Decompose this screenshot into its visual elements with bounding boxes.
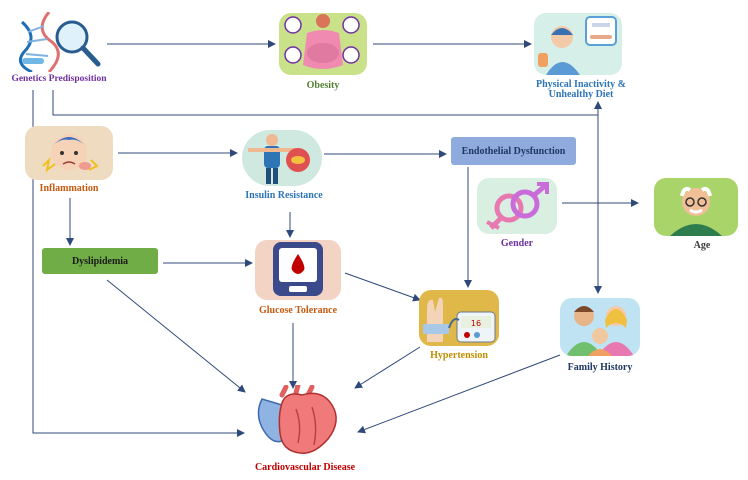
sedentary-person-icon (538, 16, 617, 75)
svg-text:16: 16 (471, 319, 481, 328)
genetics-label: Genetics Predisposition (11, 74, 107, 84)
inactivity-label-line1: Physical Inactivity & (536, 79, 626, 90)
family-label: Family History (567, 362, 633, 373)
line-genetics-inactivity (52, 90, 599, 116)
blood-pressure-monitor-icon: 16 (423, 297, 496, 343)
gender-node (477, 178, 557, 234)
gender-symbol-icon (486, 182, 549, 230)
hypertension-node: 16 (419, 290, 499, 346)
dyslipidemia-box: Dyslipidemia (42, 248, 158, 274)
arrow-genetics-cvd (32, 90, 245, 437)
cvd-node (252, 382, 352, 457)
genetics-node (14, 11, 104, 74)
heart-icon (257, 382, 337, 454)
arrow-family-cvd (357, 354, 561, 434)
arrow-hypertension-cvd (354, 346, 421, 389)
age-node (654, 178, 738, 236)
elderly-man-icon (670, 186, 722, 236)
family-icon (566, 306, 634, 356)
inactivity-label-line2: Unhealthy Diet (548, 89, 614, 100)
obesity-node (279, 13, 367, 75)
endothelial-box: Endothelial Dysfunction (451, 137, 576, 165)
insulin-label: Insulin Resistance (245, 190, 323, 201)
gender-label: Gender (500, 238, 534, 249)
arrow-dyslipidemia-cvd (106, 279, 246, 393)
glucose-label: Glucose Tolerance (258, 305, 338, 316)
cvd-label: Cardiovascular Disease (254, 462, 356, 473)
obese-person-icon (284, 14, 360, 69)
inflammation-label: Inflammation (39, 183, 99, 194)
insulin-person-icon (248, 134, 310, 184)
inflammation-node (25, 126, 113, 180)
hypertension-label: Hypertension (430, 350, 488, 361)
arrow-glucose-hypertension (344, 272, 421, 302)
age-label: Age (693, 240, 711, 251)
family-node (560, 298, 640, 356)
obesity-label: Obesity (306, 80, 340, 91)
dna-magnifier-icon (18, 11, 101, 74)
inactivity-node (534, 13, 622, 75)
glucometer-icon (273, 242, 323, 296)
insulin-node (242, 130, 322, 186)
inflamed-child-icon (42, 134, 99, 173)
glucose-node (255, 240, 341, 300)
